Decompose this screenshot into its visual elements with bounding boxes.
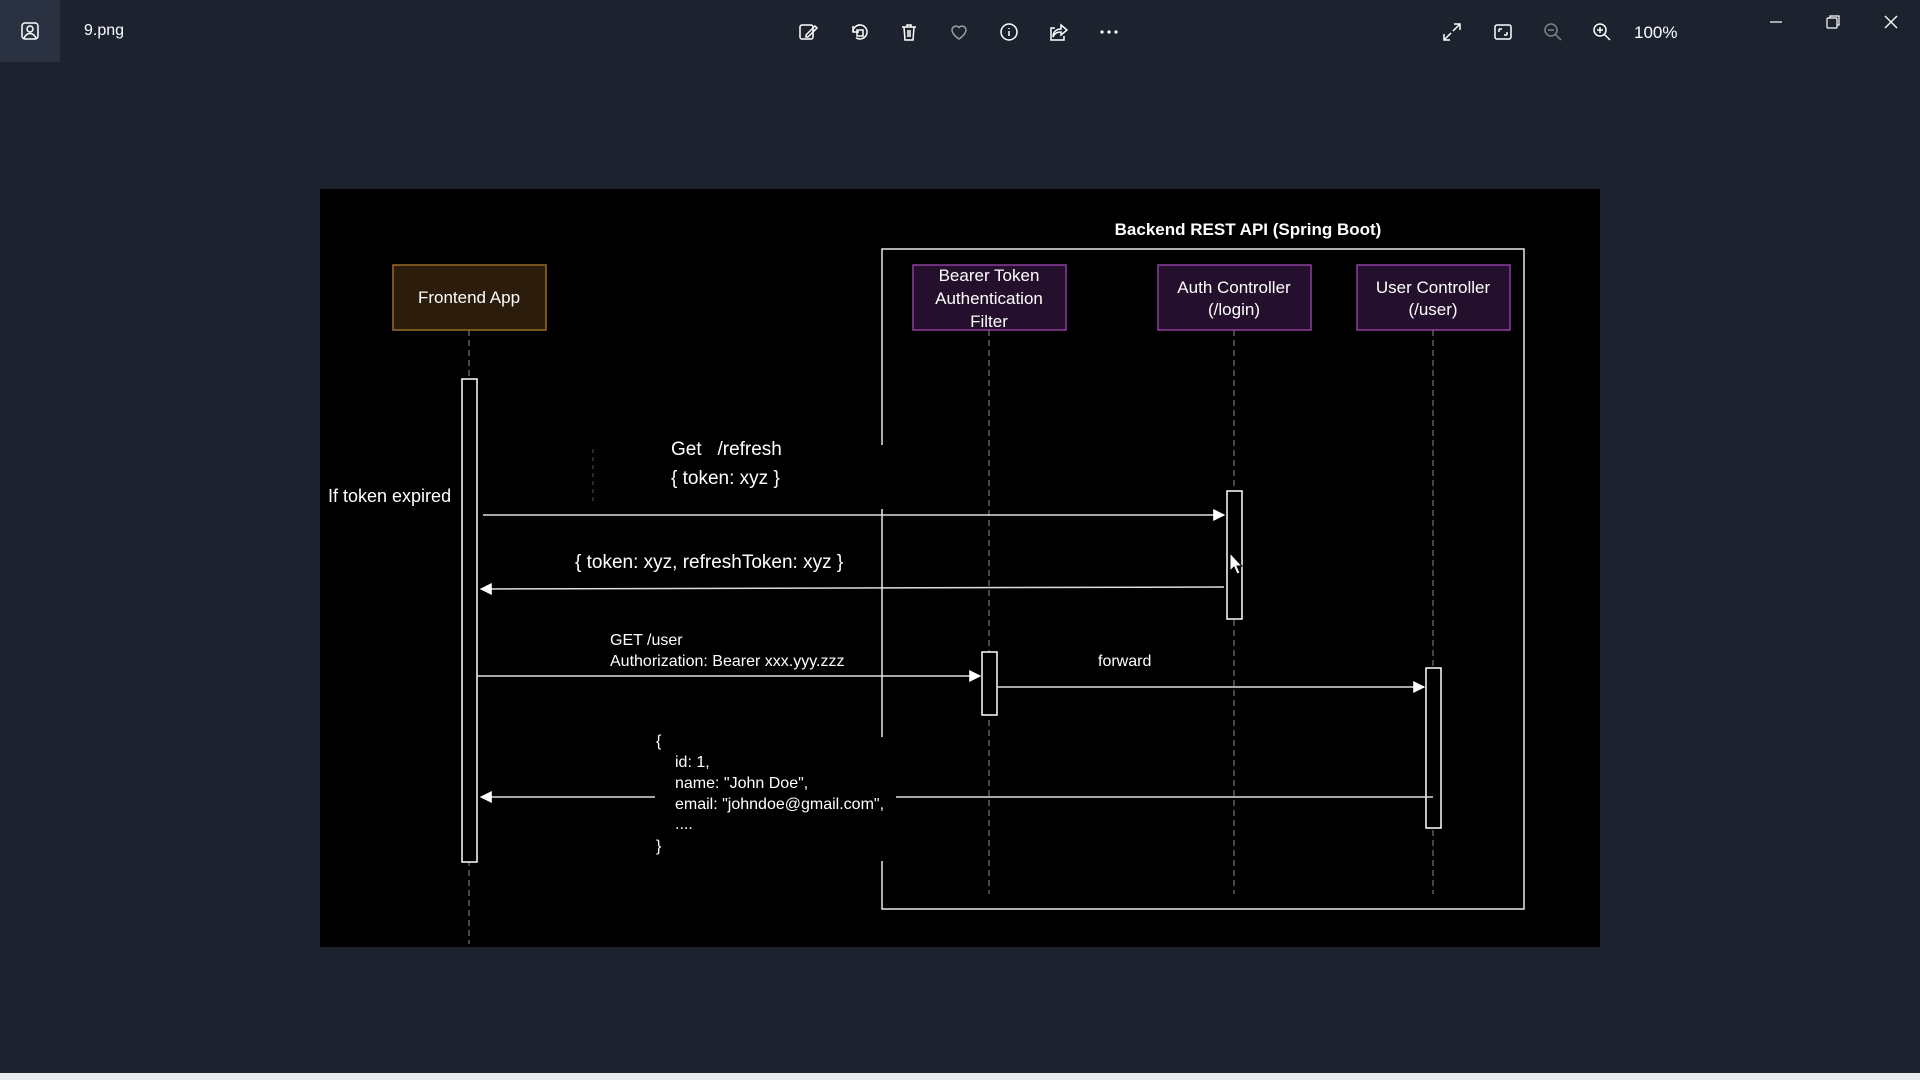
user-response-line2: id: 1, — [675, 754, 710, 771]
share-icon[interactable] — [1041, 14, 1077, 50]
more-icon[interactable] — [1091, 14, 1127, 50]
filter-activation — [981, 651, 998, 716]
backend-group-frame — [881, 248, 1525, 910]
user-response-line5: .... — [675, 816, 693, 833]
close-icon[interactable] — [1873, 4, 1909, 40]
forward-label: forward — [1098, 653, 1151, 670]
auth-activation — [1226, 490, 1243, 620]
bearer-filter-label-line2: Authentication — [935, 289, 1043, 308]
auth-controller-box — [1157, 264, 1312, 331]
photos-app-icon[interactable] — [0, 0, 60, 62]
fullscreen-icon[interactable] — [1434, 14, 1470, 50]
auth-controller-label-line2: (/login) — [1208, 300, 1260, 319]
frontend-activation — [461, 378, 478, 863]
refresh-request-label-line2: { token: xyz } — [671, 468, 780, 489]
token-expired-note: If token expired — [328, 486, 451, 506]
favorite-icon[interactable] — [941, 14, 977, 50]
bearer-filter-box — [912, 264, 1067, 331]
fit-to-window-icon[interactable] — [1485, 14, 1521, 50]
bearer-filter-label-line1: Bearer Token — [939, 266, 1040, 285]
displayed-image[interactable]: Backend REST API (Spring Boot) Frontend … — [320, 189, 1600, 947]
file-name: 9.png — [84, 22, 125, 39]
info-icon[interactable] — [991, 14, 1027, 50]
user-request-label-line1: GET /user — [610, 632, 683, 649]
backend-group-label: Backend REST API (Spring Boot) — [1115, 220, 1382, 239]
refresh-response-arrow — [479, 582, 1225, 595]
minimize-icon[interactable] — [1758, 4, 1794, 40]
user-controller-label-line2: (/user) — [1408, 300, 1457, 319]
frontend-app-box — [392, 264, 547, 331]
restore-icon[interactable] — [1815, 4, 1851, 40]
user-response-line1: { — [656, 733, 662, 750]
user-response-line3: name: "John Doe", — [675, 775, 808, 792]
refresh-request-label-line1: Get /refresh — [671, 439, 782, 460]
bottom-strip — [0, 1073, 1920, 1080]
edit-image-icon[interactable] — [790, 14, 826, 50]
user-response-line6: } — [656, 838, 662, 855]
zoom-out-icon[interactable] — [1535, 14, 1571, 50]
user-controller-label-line1: User Controller — [1376, 278, 1491, 297]
user-controller-box — [1356, 264, 1511, 331]
refresh-response-label: { token: xyz, refreshToken: xyz } — [575, 552, 843, 573]
auth-controller-label-line1: Auth Controller — [1177, 278, 1291, 297]
frontend-app-label: Frontend App — [418, 288, 520, 307]
title-bar: 9.png — [0, 0, 1920, 64]
bearer-filter-label-line3: Filter — [970, 312, 1008, 331]
mouse-cursor-icon — [1229, 551, 1244, 575]
zoom-level[interactable]: 100% — [1634, 23, 1678, 42]
user-response-line4: email: "johndoe@gmail.com", — [675, 796, 884, 813]
user-controller-activation — [1425, 667, 1442, 829]
delete-icon[interactable] — [891, 14, 927, 50]
zoom-in-icon[interactable] — [1584, 14, 1620, 50]
rotate-icon[interactable] — [841, 14, 877, 50]
user-request-label-line2: Authorization: Bearer xxx.yyy.zzz — [610, 653, 844, 670]
